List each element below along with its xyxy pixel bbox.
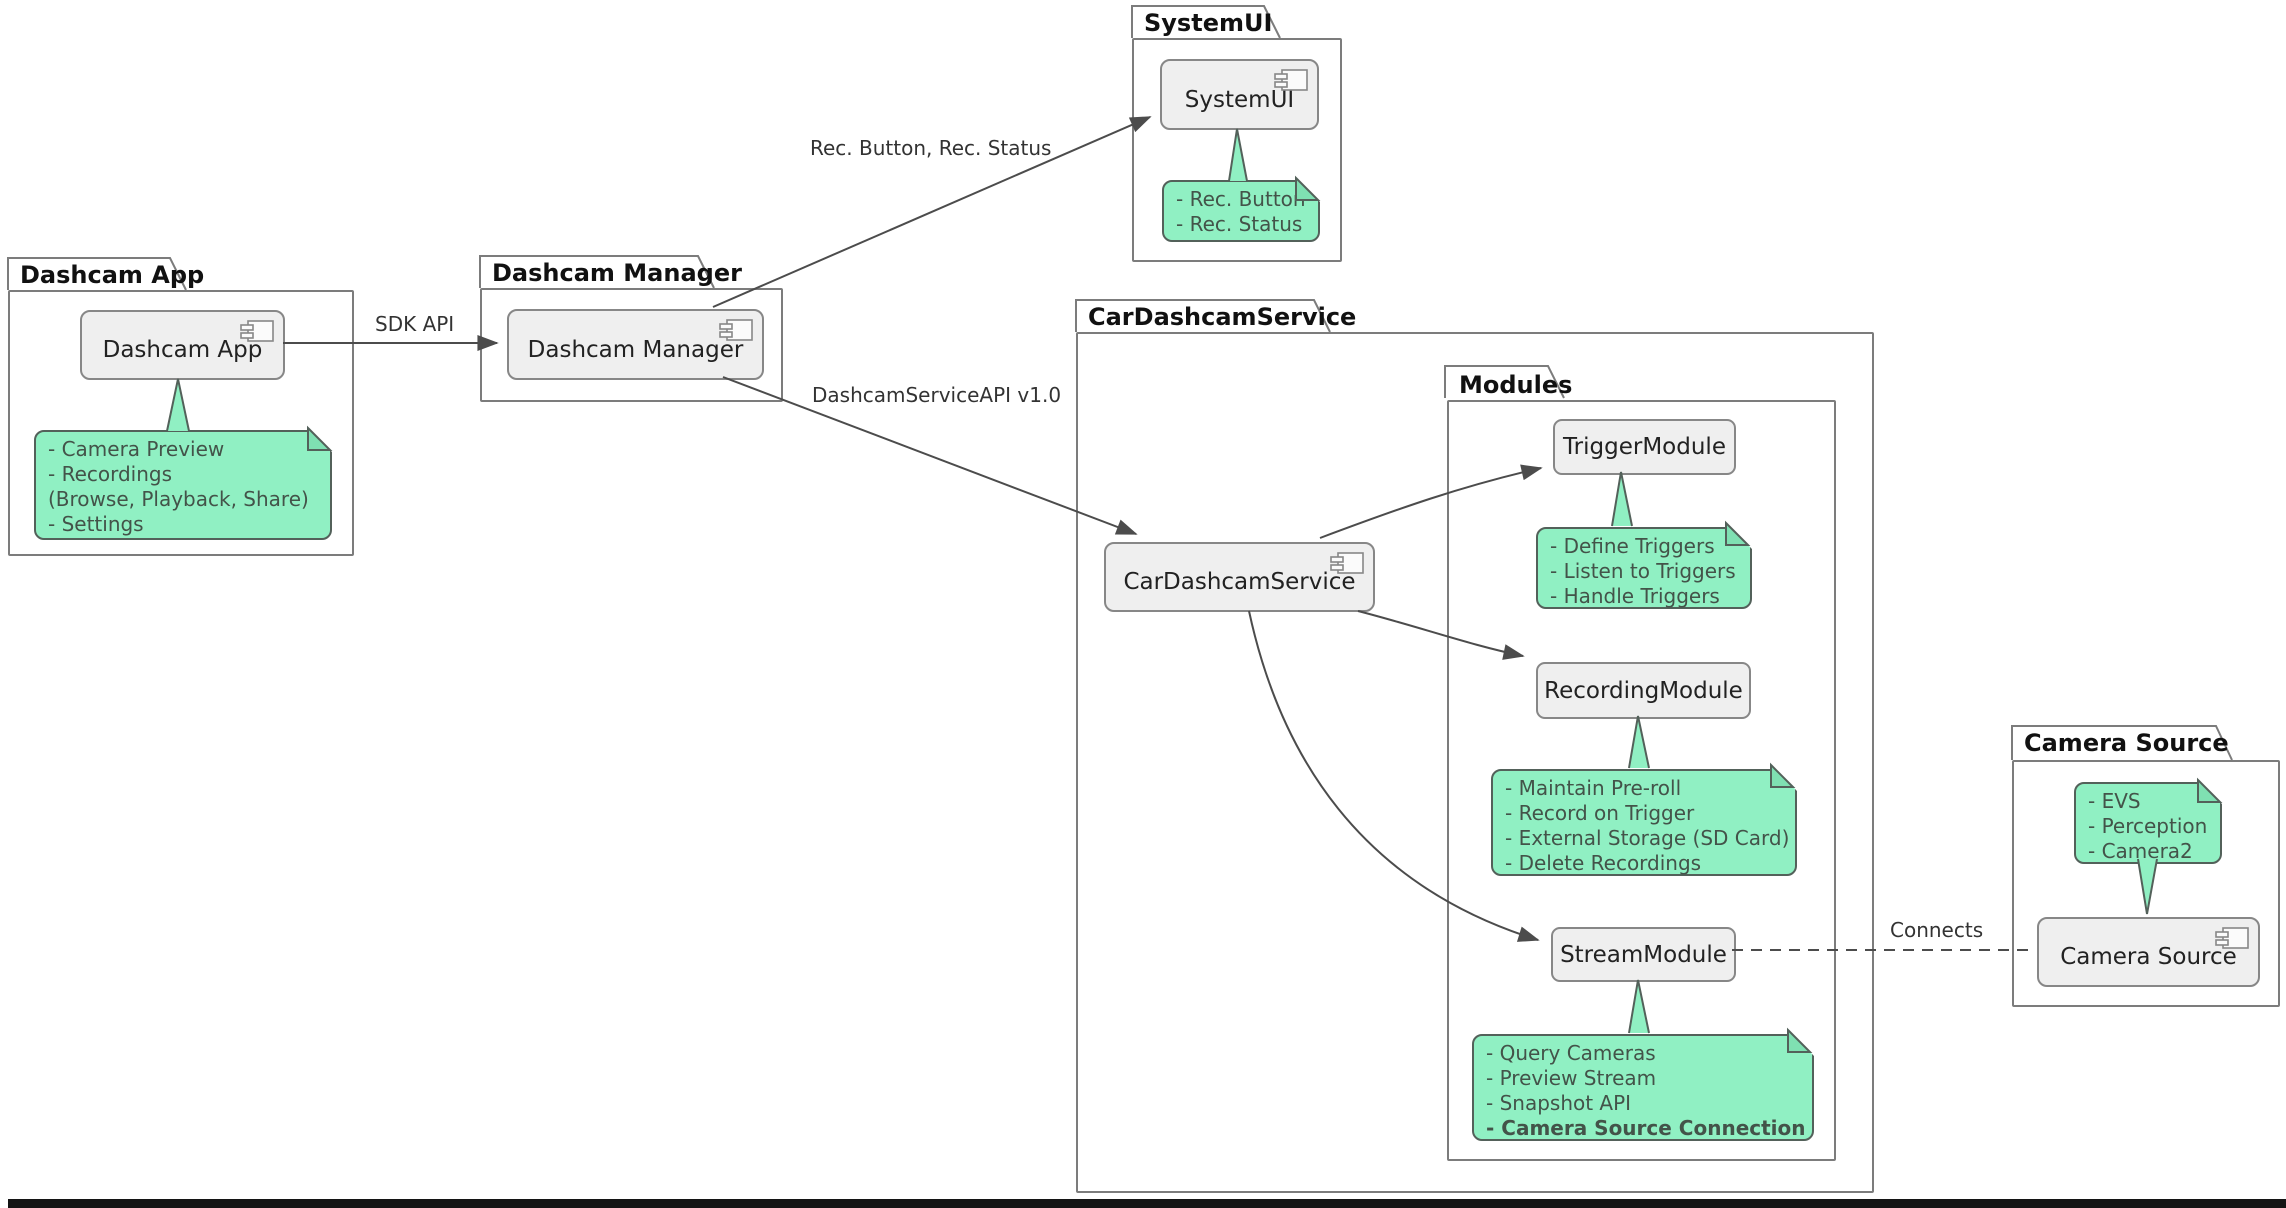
component-systemui: SystemUI [1160, 59, 1319, 130]
note-camera-source: - EVS - Perception - Camera2 [2074, 782, 2222, 864]
note-line: - External Storage (SD Card) [1505, 826, 1790, 850]
component-icon [1330, 552, 1364, 574]
package-body: TriggerModule - Define Triggers - Listen… [1447, 400, 1836, 1161]
note-line: - Rec. Status [1176, 212, 1303, 236]
component-icon [240, 320, 274, 342]
package-dashcam-app: Dashcam App Dashcam App - Camera Preview… [8, 258, 354, 556]
component-icon [2215, 927, 2249, 949]
package-car-dashcam-service: CarDashcamService CarDashcamService Modu… [1076, 300, 1874, 1193]
component-icon [719, 319, 753, 341]
component-icon [1274, 69, 1308, 91]
package-dashcam-manager: Dashcam Manager Dashcam Manager [480, 256, 783, 402]
note-stream-module: - Query Cameras - Preview Stream - Snaps… [1472, 1034, 1814, 1141]
package-title: Dashcam App [20, 261, 205, 289]
note-line: (Browse, Playback, Share) [48, 487, 309, 511]
edge-label-rec-ui: Rec. Button, Rec. Status [810, 136, 1052, 160]
component-label: Dashcam Manager [527, 336, 744, 363]
note-line: - Camera Preview [48, 437, 225, 461]
package-title: SystemUI [1144, 9, 1273, 37]
note-line: - Listen to Triggers [1550, 559, 1736, 583]
component-dashcam-app: Dashcam App [80, 310, 285, 380]
note-line: - Record on Trigger [1505, 801, 1695, 825]
note-line: - Define Triggers [1550, 534, 1715, 558]
package-title: Modules [1459, 371, 1573, 399]
component-label: TriggerModule [1563, 434, 1726, 460]
component-label: RecordingModule [1544, 677, 1743, 704]
package-title: Dashcam Manager [492, 259, 742, 287]
component-camera-source: Camera Source [2037, 917, 2260, 987]
note-line: - Query Cameras [1486, 1041, 1656, 1065]
note-line: - Maintain Pre-roll [1505, 776, 1682, 800]
note-dashcam-app: - Camera Preview - Recordings (Browse, P… [34, 430, 332, 540]
note-line: - Camera2 [2088, 839, 2193, 863]
component-label: SystemUI [1184, 86, 1295, 113]
edge-label-service-api: DashcamServiceAPI v1.0 [812, 383, 1062, 407]
component-stream-module: StreamModule [1551, 927, 1736, 982]
component-car-dashcam-service: CarDashcamService [1104, 542, 1375, 612]
package-title: CarDashcamService [1088, 303, 1357, 331]
edge-label-sdk-api: SDK API [375, 312, 455, 336]
bottom-bar [8, 1199, 2286, 1208]
component-recording-module: RecordingModule [1536, 662, 1751, 719]
note-trigger-module: - Define Triggers - Listen to Triggers -… [1536, 527, 1752, 609]
edge-label-connects: Connects [1890, 918, 1984, 942]
package-systemui: SystemUI SystemUI - Rec. Button - Rec. S… [1132, 6, 1342, 262]
component-label: Camera Source [2060, 944, 2237, 970]
component-label: StreamModule [1560, 941, 1727, 968]
package-body: Dashcam Manager [480, 288, 783, 402]
note-line: - Perception [2088, 814, 2208, 838]
note-line: - Settings [48, 512, 144, 536]
component-dashcam-manager: Dashcam Manager [507, 309, 764, 380]
note-line: - Camera Source Connection [1486, 1116, 1806, 1140]
component-label: CarDashcamService [1123, 569, 1356, 595]
package-title: Camera Source [2024, 729, 2229, 757]
note-line: - Preview Stream [1486, 1066, 1657, 1090]
note-line: - Handle Triggers [1550, 584, 1720, 608]
note-line: - Recordings [48, 462, 173, 486]
package-camera-source: Camera Source - EVS - Perception - Camer… [2012, 726, 2280, 1007]
note-line: - Snapshot API [1486, 1091, 1632, 1115]
component-trigger-module: TriggerModule [1553, 419, 1736, 475]
package-body: SystemUI - Rec. Button - Rec. Status [1132, 38, 1342, 262]
note-line: - EVS [2088, 789, 2141, 813]
note-recording-module: - Maintain Pre-roll - Record on Trigger … [1491, 769, 1797, 876]
package-body: CarDashcamService Modules TriggerModule … [1076, 332, 1874, 1193]
package-body: - EVS - Perception - Camera2 Camera Sour… [2012, 760, 2280, 1007]
package-modules: Modules TriggerModule - Define Triggers … [1447, 368, 1836, 1161]
note-line: - Delete Recordings [1505, 851, 1702, 875]
package-body: Dashcam App - Camera Preview - Recording… [8, 290, 354, 556]
component-label: Dashcam App [102, 337, 263, 363]
note-line: - Rec. Button [1176, 187, 1306, 211]
note-systemui: - Rec. Button - Rec. Status [1162, 180, 1320, 242]
